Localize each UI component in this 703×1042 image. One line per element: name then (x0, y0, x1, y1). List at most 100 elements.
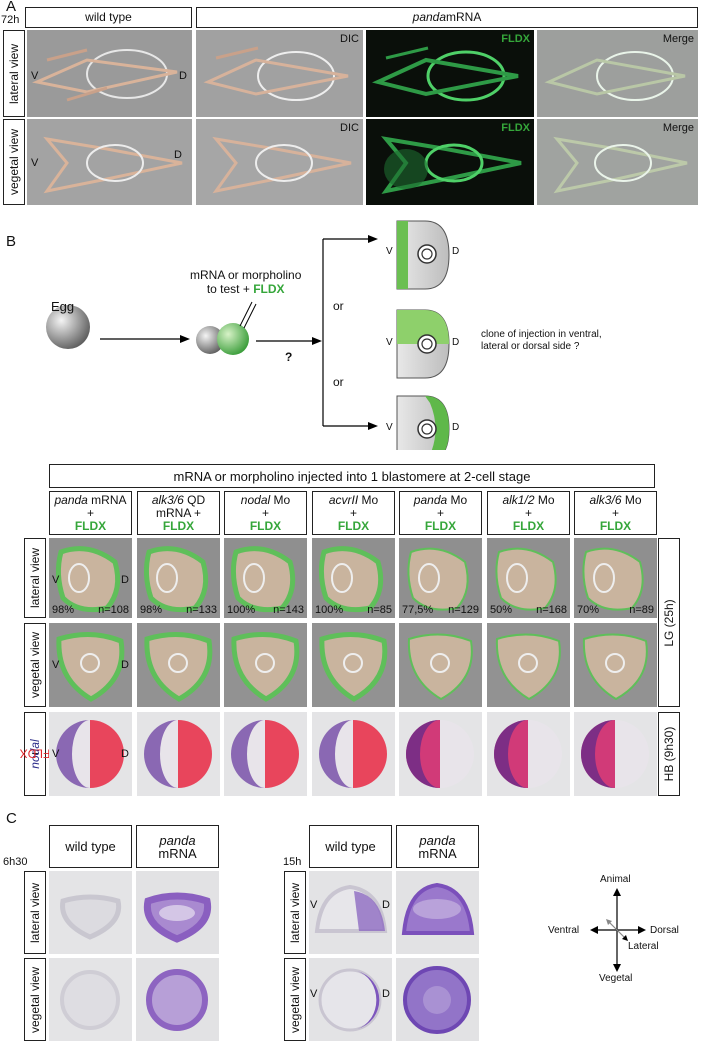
b-lateral-photo-4: 100% n=85 (312, 538, 395, 618)
a-time-label: 72h (1, 14, 20, 26)
c-row-lateral-2: lateral view (284, 871, 306, 954)
b-count-label: n=133 (186, 604, 217, 616)
b-percent-label: 98% (140, 604, 163, 616)
b-lateral-photo-6: 50%n=168 (487, 538, 570, 618)
b-count-label: n=143 (273, 604, 304, 616)
b-insitu-photo-7 (574, 712, 657, 796)
a-dic-label: DIC (340, 33, 359, 45)
a-vegetal-wildtype-photo: V D (27, 119, 192, 205)
b-insitu-photo-4 (312, 712, 395, 796)
a-dic-label-2: DIC (340, 122, 359, 134)
axis-animal-label: Animal (600, 874, 631, 885)
two-cell-gray (196, 326, 224, 354)
orientation-compass (590, 888, 646, 972)
b-v-label-3: V (52, 748, 60, 760)
b-question-mark: ? (285, 350, 293, 364)
b-table-header: mRNA or morpholino injected into 1 blast… (49, 464, 655, 488)
b-insitu-photo-6 (487, 712, 570, 796)
a-row-lateral: lateral view (3, 30, 25, 117)
a-fldx-label: FLDX (501, 33, 530, 45)
b-row-vegetal: vegetal view (24, 623, 46, 707)
b-vegetal-photo-2 (137, 623, 220, 707)
b-schematic (46, 220, 450, 450)
c-row-vegetal-2: vegetal view (284, 958, 306, 1041)
b-column-header-5: panda Mo+FLDX (399, 491, 482, 535)
b-count-label: n=168 (536, 604, 567, 616)
b-lateral-photo-5: 77,5%n=129 (399, 538, 482, 618)
b-percent-label: 98% (52, 604, 75, 616)
a-vegetal-dic-photo: DIC (196, 119, 363, 205)
a-d-label: D (179, 70, 187, 82)
b-d-2: D (452, 337, 460, 348)
b-egg-label: Egg (51, 299, 75, 314)
b-lateral-photo-7: 70% n=89 (574, 538, 657, 618)
c-6h30-lateral-wildtype (49, 871, 132, 954)
b-row-lateral: lateral view (24, 538, 46, 618)
b-vegetal-photo-5 (399, 623, 482, 707)
b-count-label: n=89 (629, 604, 654, 616)
b-column-header-7: alk3/6 Mo+FLDX (574, 491, 657, 535)
b-stage-lg: LG (25h) (658, 538, 680, 707)
b-percent-label: 70% (577, 604, 600, 616)
b-v-label-2: V (52, 659, 60, 671)
b-d-label-2: D (121, 659, 129, 671)
b-clone-question: clone of injection in ventral, lateral o… (481, 329, 602, 352)
a-lateral-dic-photo: DIC (196, 30, 363, 117)
b-lateral-photo-3: 100% n=143 (224, 538, 307, 618)
b-percent-label: 100% (227, 604, 256, 616)
b-or-1: or (333, 299, 344, 313)
a-merge-label: Merge (662, 33, 694, 45)
axis-lateral-label: Lateral (628, 941, 659, 952)
panel-c-letter: C (6, 810, 17, 827)
c-6h30-vegetal-wildtype (49, 958, 132, 1041)
two-cell-green (217, 323, 249, 355)
b-insitu-photo-5 (399, 712, 482, 796)
c-header-wildtype-2: wild type (309, 825, 392, 868)
panel-b-letter: B (6, 233, 17, 250)
c-15h-vegetal-panda (396, 958, 479, 1041)
b-percent-label: 100% (315, 604, 344, 616)
panel-a-letter: A (6, 0, 17, 15)
b-count-label: n=85 (367, 604, 392, 616)
c-v-label-2: V (310, 988, 318, 1000)
b-column-header-6: alk1/2 Mo+FLDX (487, 491, 570, 535)
a-header-panda: panda mRNA (196, 7, 698, 28)
c-row-vegetal-1: vegetal view (24, 958, 46, 1041)
b-d-1: D (452, 246, 460, 257)
b-insitu-photo-2 (137, 712, 220, 796)
b-vegetal-photo-4 (312, 623, 395, 707)
b-or-2: or (333, 375, 344, 389)
axis-vegetal-label: Vegetal (599, 973, 633, 984)
b-d-label-3: D (121, 748, 129, 760)
b-count-label: n=108 (98, 604, 129, 616)
c-row-lateral-1: lateral view (24, 871, 46, 954)
a-merge-label-2: Merge (662, 122, 694, 134)
a-fldx-label-2: FLDX (501, 122, 530, 134)
b-vegetal-photo-7 (574, 623, 657, 707)
a-vegetal-merge-photo: Merge (537, 119, 698, 205)
c-time-15h: 15h (283, 856, 302, 868)
c-time-6h30: 6h30 (3, 856, 28, 868)
b-column-header-1: panda mRNA+FLDX (49, 491, 132, 535)
c-15h-lateral-wildtype: V D (309, 871, 392, 954)
a-lateral-merge-photo: Merge (537, 30, 698, 117)
b-v-2: V (386, 337, 393, 348)
b-row-nodal: nodal + FLDX (20, 712, 50, 796)
b-percent-label: 77,5% (402, 604, 434, 616)
a-row-vegetal: vegetal view (3, 119, 25, 205)
c-header-wildtype-1: wild type (49, 825, 132, 868)
c-6h30-lateral-panda (136, 871, 219, 954)
axis-ventral-label: Ventral (548, 925, 580, 936)
a-d-label-2: D (174, 149, 182, 161)
a-lateral-fldx-photo: FLDX (366, 30, 534, 117)
c-v-label-1: V (310, 899, 318, 911)
c-d-label-2: D (382, 988, 390, 1000)
b-insitu-photo-3 (224, 712, 307, 796)
b-d-label: D (121, 574, 129, 586)
b-d-3: D (452, 422, 460, 433)
